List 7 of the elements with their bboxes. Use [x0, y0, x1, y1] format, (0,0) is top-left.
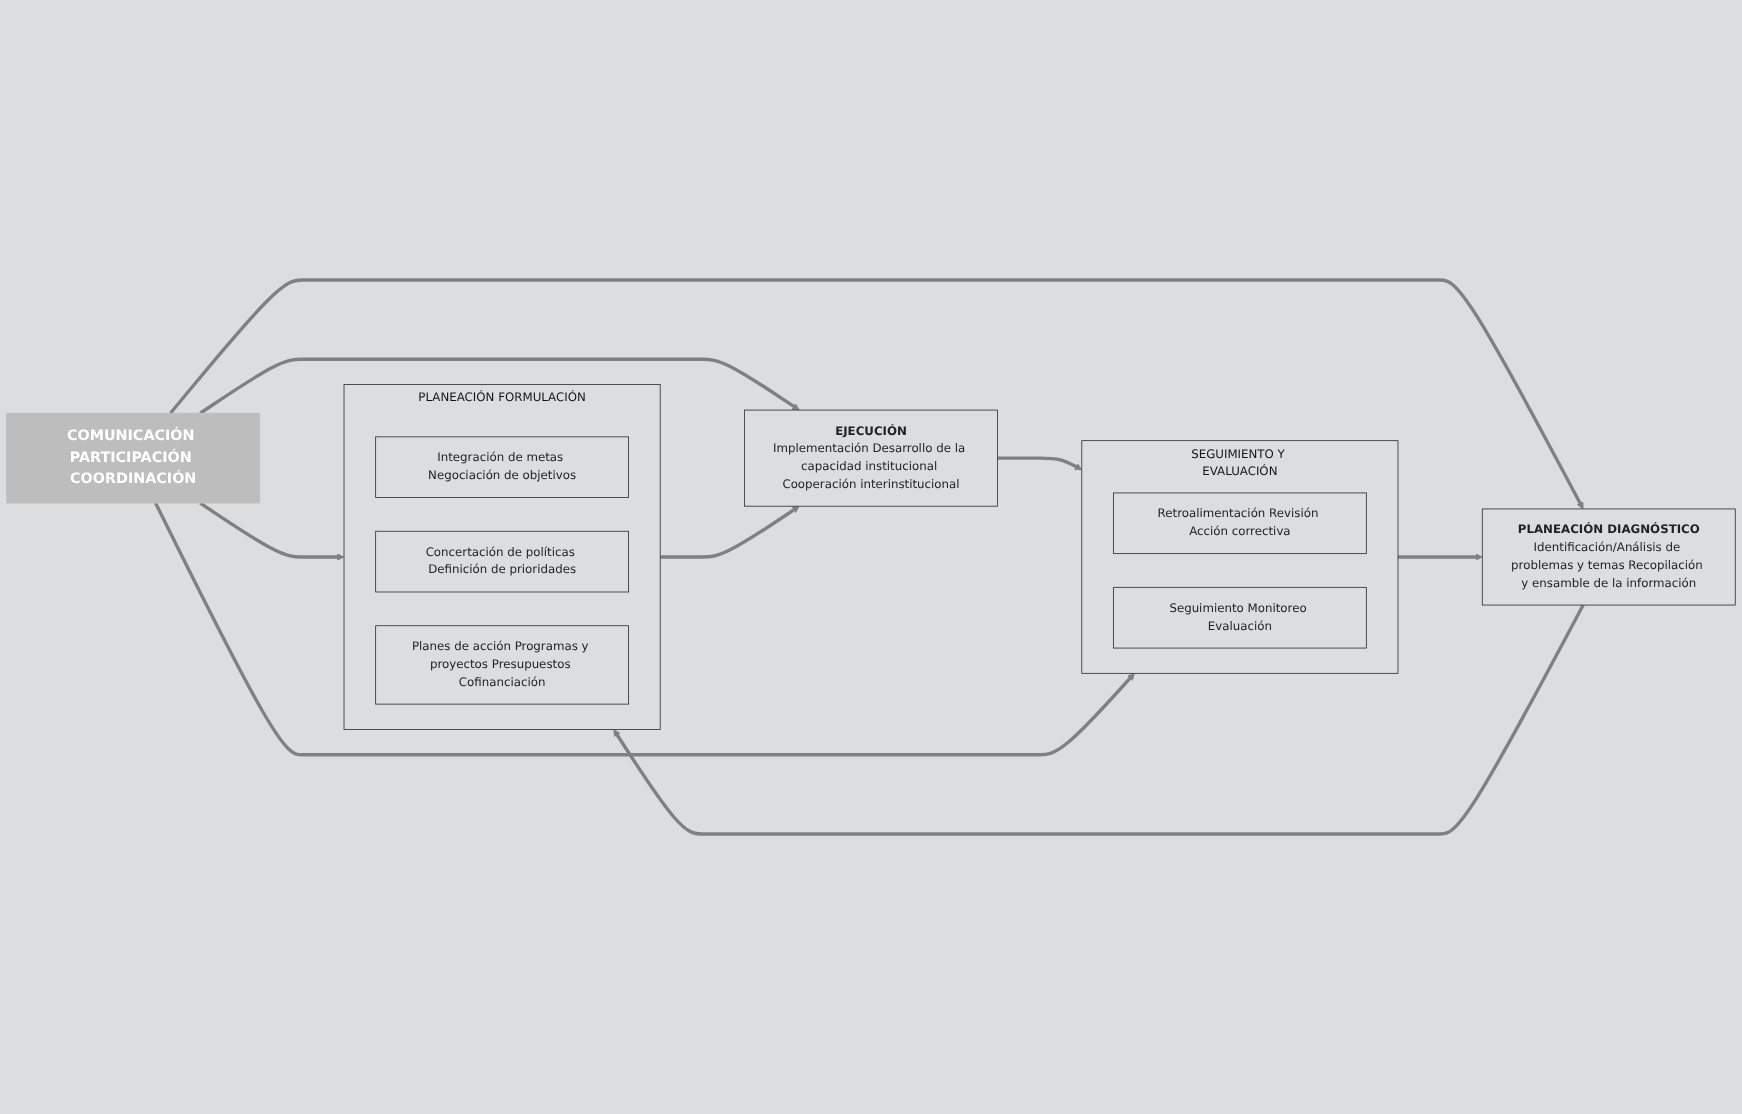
arrow: [154, 502, 1135, 757]
arrow: [997, 456, 1083, 471]
arrow: [613, 604, 1585, 836]
arrow: [660, 505, 800, 559]
arrow: [1398, 553, 1483, 561]
arrow: [199, 501, 345, 561]
arrow: [199, 357, 800, 415]
